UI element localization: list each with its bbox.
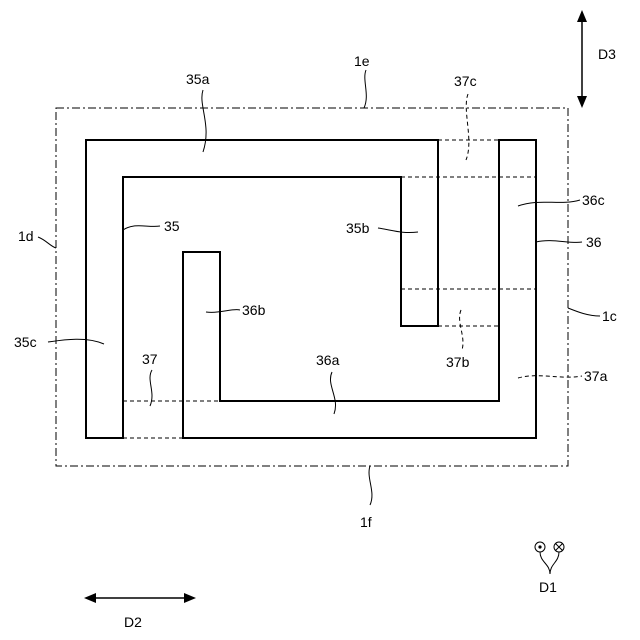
label-35a: 35a [186,71,210,87]
d1-leaders [540,552,559,574]
label-35c: 35c [14,334,37,350]
leader-36c [518,200,580,206]
label-36c: 36c [582,192,605,208]
conductor-35 [86,140,438,438]
leader-37a [518,376,582,378]
label-36a: 36a [316,352,340,368]
leader-37c [466,94,469,160]
leader-35 [123,226,160,230]
label-1f: 1f [360,514,372,530]
label-37c: 37c [454,73,477,89]
leader-35b [378,228,418,233]
label-36: 36 [586,234,602,250]
leader-1e [364,70,366,108]
d2-arrow-right-icon [184,593,196,603]
label-1c: 1c [602,308,617,324]
d3-arrow-up-icon [577,10,587,22]
label-1e: 1e [354,53,370,69]
d1-out-of-page-icon [535,542,545,552]
label-37b: 37b [446,354,470,370]
label-d1: D1 [539,579,557,595]
label-d2: D2 [124,614,142,630]
d1-into-page-icon [554,542,564,552]
leader-36 [536,241,582,243]
label-35b: 35b [346,220,370,236]
d2-arrow-left-icon [84,593,96,603]
label-35: 35 [164,218,180,234]
label-d3: D3 [598,46,616,62]
leader-1c [568,308,600,316]
leader-1f [369,466,372,505]
leader-35a [202,90,206,152]
d3-arrow-down-icon [577,96,587,108]
label-37: 37 [142,351,158,367]
leader-37b [460,310,463,350]
substrate-outline [56,108,568,466]
label-37a: 37a [584,368,608,384]
leader-1d [38,237,56,248]
label-36b: 36b [242,302,266,318]
leader-37 [150,370,152,406]
leader-36b [206,310,240,313]
label-1d: 1d [18,228,34,244]
conductor-36 [183,140,536,438]
leader-36a [330,372,335,414]
